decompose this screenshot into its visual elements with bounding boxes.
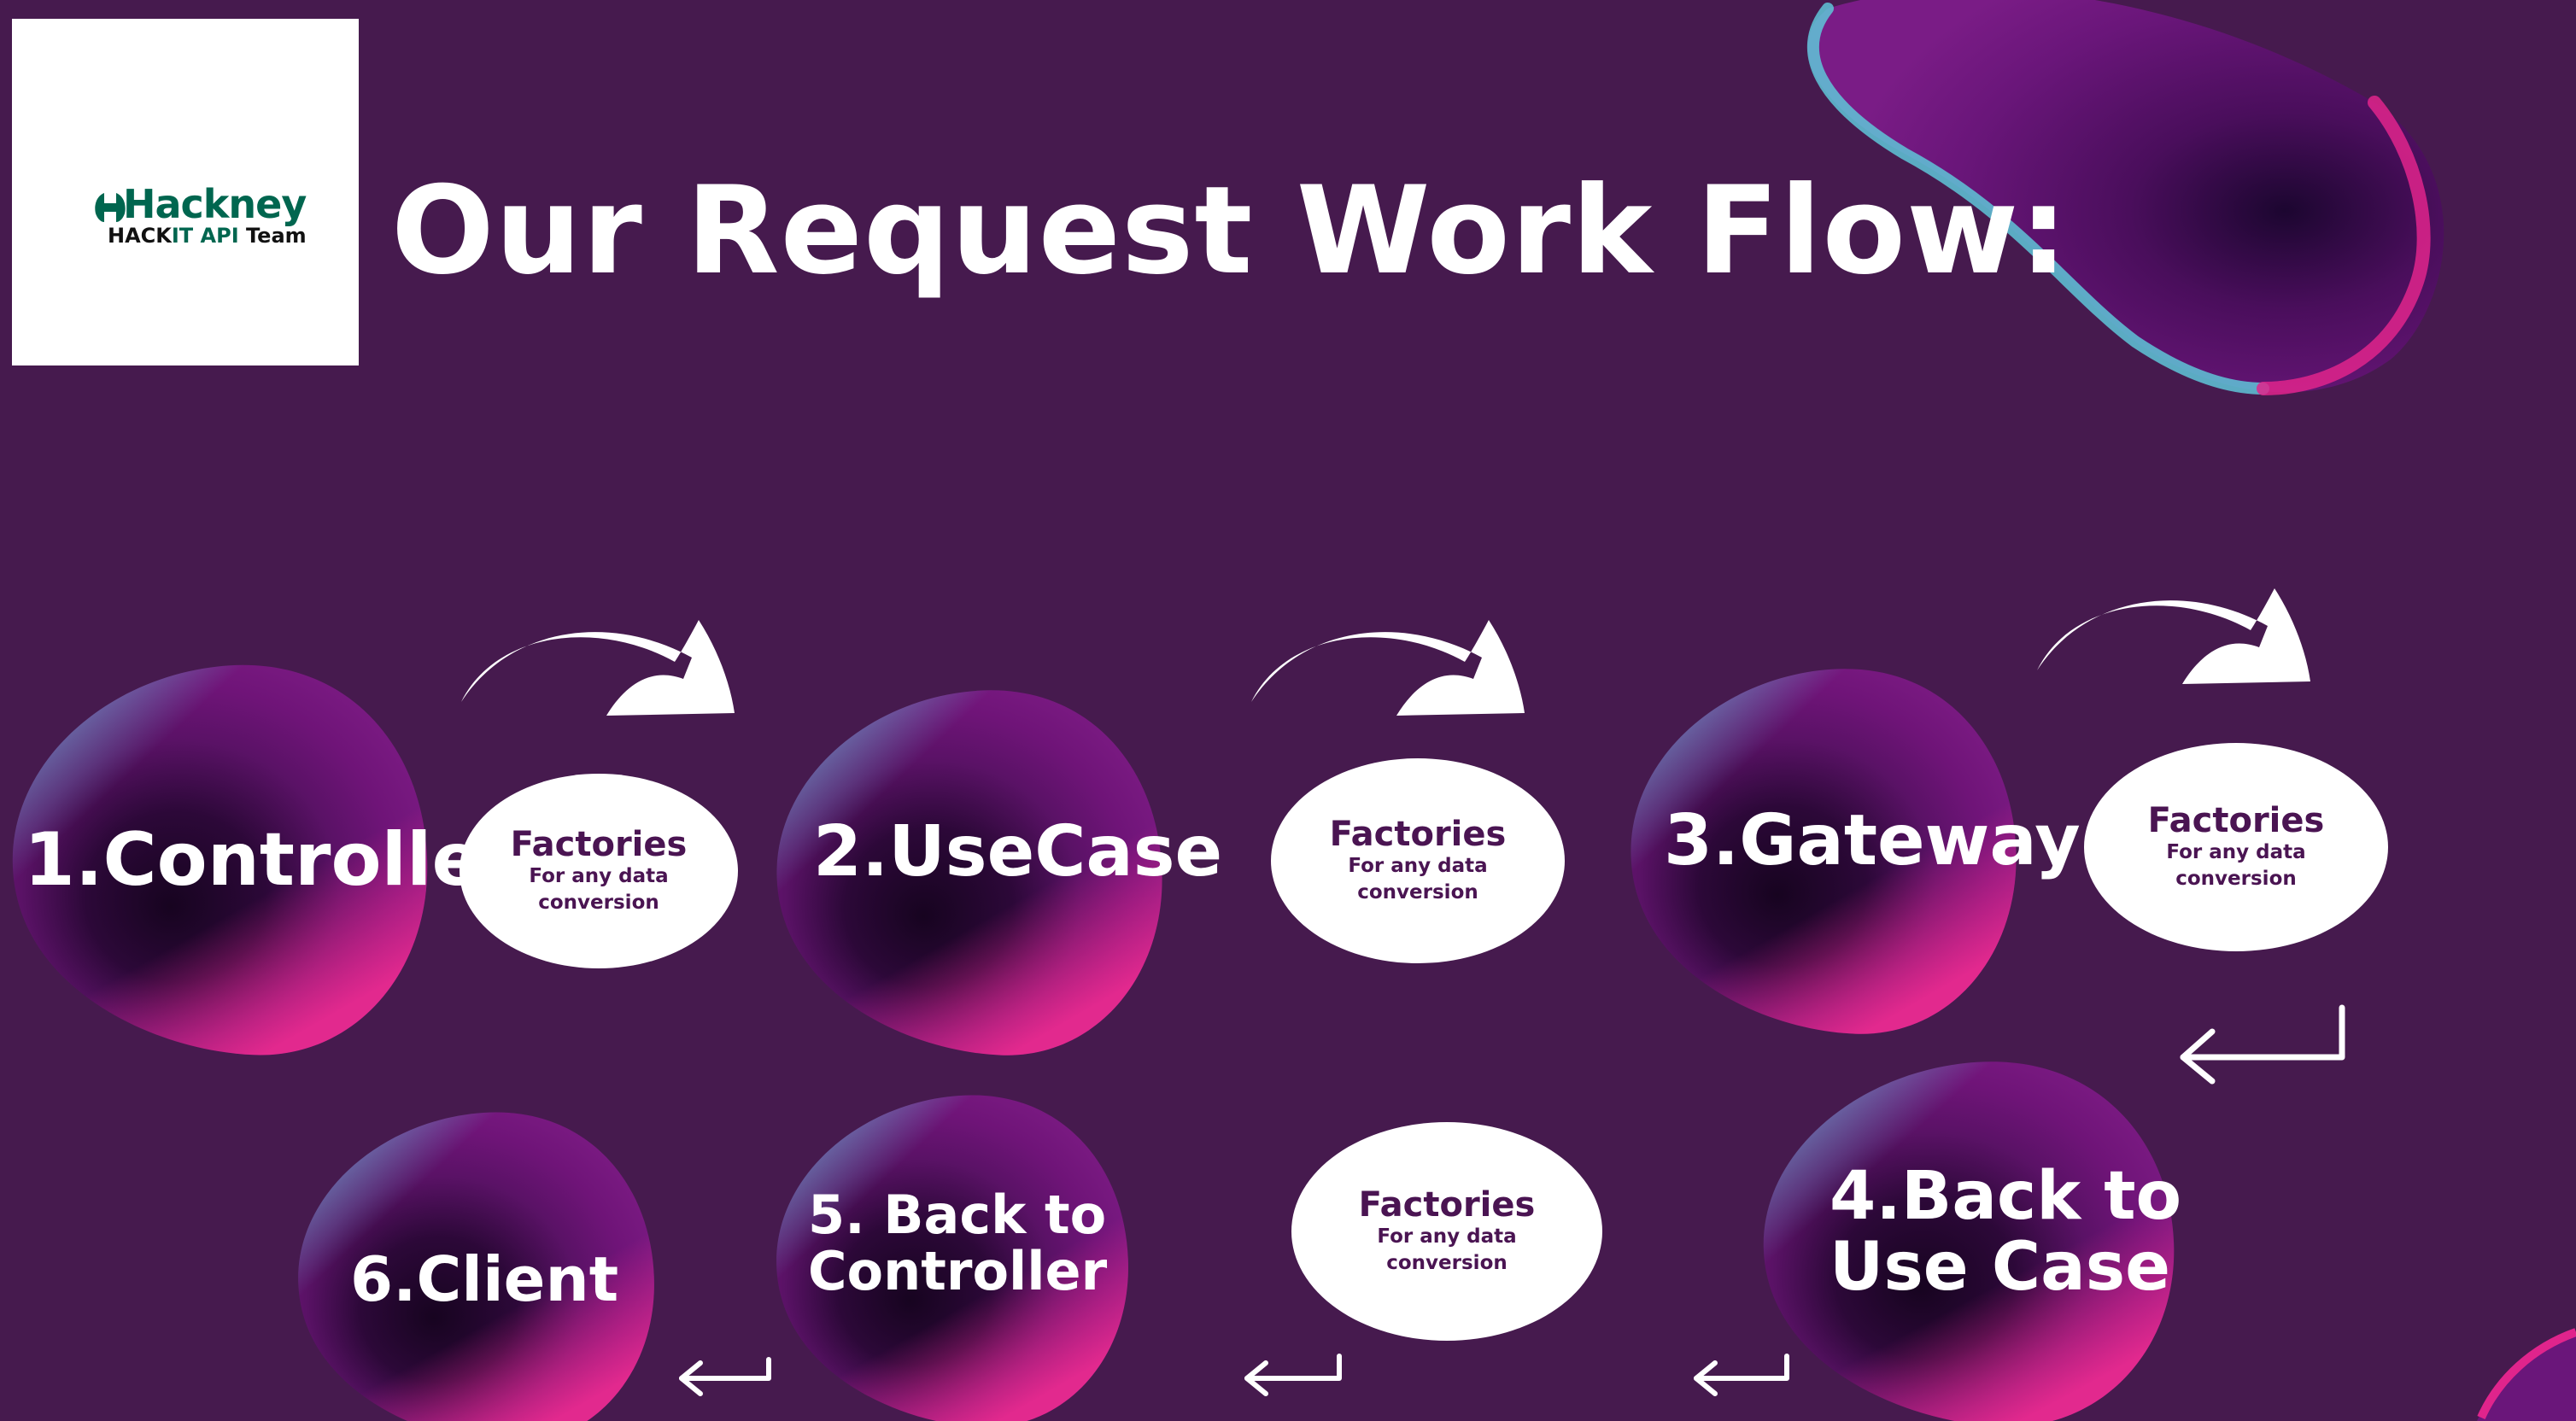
page-title: Our Request Work Flow:	[391, 161, 2070, 301]
factory-ellipse: Factories For any data conversion	[1291, 1122, 1602, 1341]
factory-desc-line1: For any data	[1377, 1225, 1517, 1248]
controller-label: 1.Controller	[24, 817, 518, 903]
back-controller-line1: 5. Back to	[808, 1184, 1107, 1246]
logo-sub-team: Team	[238, 224, 307, 248]
logo-subtitle: HACKIT API Team	[108, 224, 307, 248]
usecase-label: 2.UseCase	[813, 811, 1223, 892]
top-right-blob	[1807, 0, 2444, 395]
return-arrow-icon	[679, 1357, 771, 1396]
factory-desc-line2: conversion	[2175, 868, 2297, 890]
factory-title: Factories	[1329, 814, 1507, 854]
back-usecase-line2: Use Case	[1830, 1228, 2171, 1306]
return-arrow-icon	[1694, 1354, 1789, 1396]
factory-title: Factories	[510, 824, 688, 864]
back-controller-line2: Controller	[808, 1239, 1108, 1302]
curved-arrow-icon	[1251, 620, 1525, 716]
corner-blob	[2477, 1328, 2576, 1421]
factory-desc-line1: For any data	[529, 864, 669, 887]
factory-desc-line1: For any data	[1348, 854, 1488, 877]
curved-arrow-icon	[461, 620, 735, 716]
return-arrow-icon	[2180, 1004, 2345, 1085]
hackney-h-icon	[95, 193, 126, 222]
curved-arrow-icon	[2037, 588, 2310, 684]
back-usecase-line1: 4.Back to	[1830, 1158, 2182, 1235]
logo-sub-hack: HACK	[108, 224, 172, 248]
factory-title: Factories	[2147, 800, 2325, 840]
factory-desc-line2: conversion	[538, 892, 659, 914]
logo-sub-it-api: IT API	[171, 224, 239, 248]
factory-ellipse: Factories For any data conversion	[2084, 743, 2388, 951]
factory-ellipse: Factories For any data conversion	[460, 774, 738, 968]
back-controller-label: 5. Back to Controller	[808, 1187, 1107, 1299]
client-label: 6.Client	[350, 1243, 619, 1315]
factory-desc-line2: conversion	[1357, 881, 1478, 903]
logo-name: Hackney	[123, 181, 307, 227]
factory-ellipse: Factories For any data conversion	[1271, 758, 1565, 963]
factory-desc-line1: For any data	[2166, 840, 2306, 863]
factory-title: Factories	[1358, 1184, 1536, 1225]
return-arrow-icon	[1244, 1354, 1342, 1396]
factory-desc-line2: conversion	[1386, 1252, 1508, 1274]
back-usecase-label: 4.Back to Use Case	[1830, 1161, 2181, 1302]
gateway-label: 3.Gateway	[1664, 800, 2081, 881]
hackney-logo: Hackney HACKIT API Team	[12, 19, 359, 365]
